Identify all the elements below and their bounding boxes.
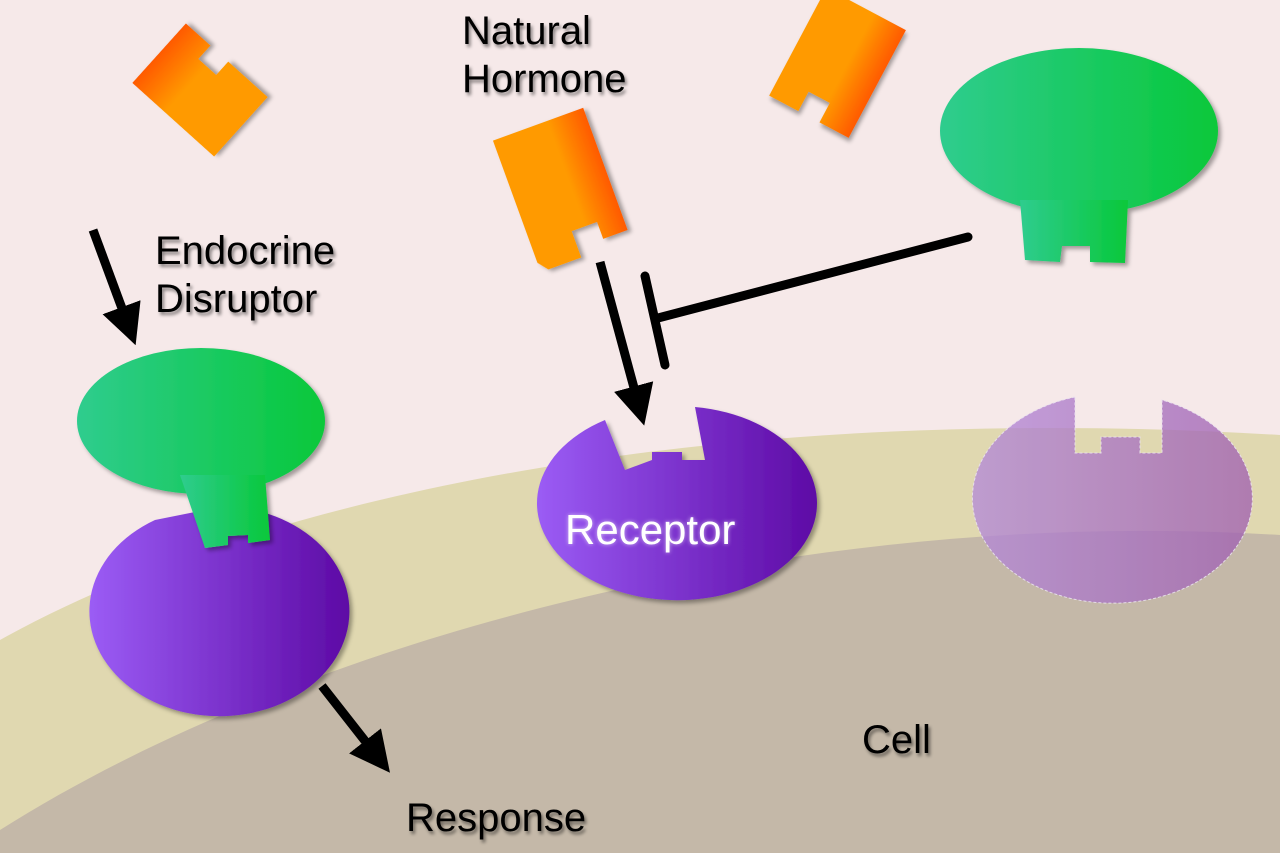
receptor-center bbox=[536, 407, 817, 601]
endocrine-disruptor-molecule-free bbox=[940, 48, 1218, 263]
receptor-faded bbox=[971, 396, 1253, 604]
inhibition-bar bbox=[640, 271, 670, 370]
inhibition-line bbox=[653, 232, 973, 323]
hormone-molecule-top-left bbox=[132, 23, 268, 157]
hormone-molecule-top-right bbox=[769, 0, 906, 138]
cell-cytoplasm bbox=[0, 530, 1280, 853]
endocrine-disruptor-label-line2: Disruptor bbox=[155, 277, 317, 321]
natural-hormone-molecule bbox=[492, 107, 628, 270]
arrow-to-response bbox=[318, 683, 390, 773]
arrow-hormone-to-receptor bbox=[595, 260, 654, 426]
receptor-label: Receptor bbox=[565, 506, 735, 553]
receptor-bound bbox=[89, 512, 350, 717]
response-label: Response bbox=[406, 796, 586, 840]
bound-disruptor-receptor-complex bbox=[77, 348, 350, 717]
natural-hormone-label-line2: Hormone bbox=[462, 57, 627, 101]
endocrine-disruptor-label-line1: Endocrine bbox=[155, 229, 335, 273]
endocrine-disruptor-molecule-bound bbox=[77, 348, 325, 548]
natural-hormone-label-line1: Natural bbox=[462, 9, 591, 53]
arrow-to-disruptor bbox=[88, 228, 141, 346]
cell-label: Cell bbox=[862, 718, 931, 762]
